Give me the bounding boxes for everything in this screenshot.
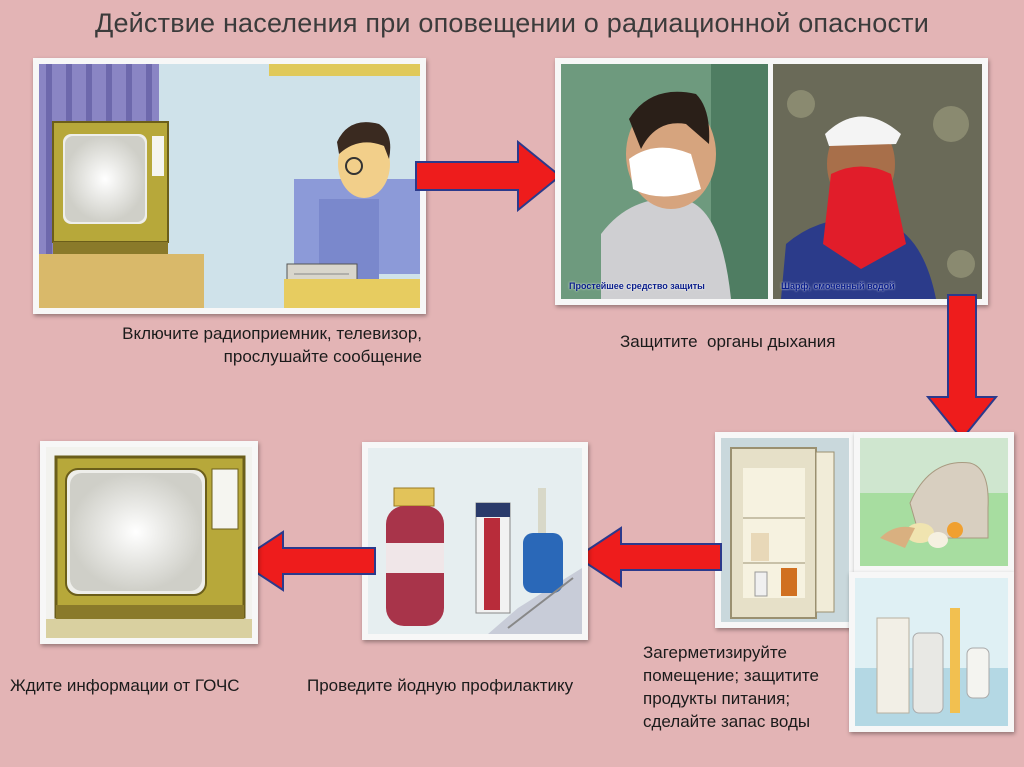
fridge-illustration xyxy=(715,432,855,628)
step1-caption: Включите радиоприемник, телевизор, просл… xyxy=(47,322,422,368)
arrow-left-icon xyxy=(575,526,723,588)
step5-caption: Ждите информации от ГОЧС xyxy=(10,674,240,697)
food-illustration xyxy=(854,432,1014,572)
arrow-right-icon xyxy=(414,140,562,212)
water-illustration xyxy=(849,572,1014,732)
arrow-down-icon xyxy=(926,293,998,441)
iodine-illustration xyxy=(362,442,588,640)
step1-caption-line1: Включите радиоприемник, телевизор, xyxy=(47,322,422,345)
tv-icon xyxy=(46,447,252,638)
arrow-left-icon xyxy=(237,530,377,592)
tv-illustration xyxy=(40,441,258,644)
mask-photo-icon xyxy=(561,64,982,299)
photo-right-label: Шарф, смоченный водой xyxy=(781,281,895,291)
step3-caption-line1: Загерметизируйте xyxy=(643,641,863,664)
step2-caption: Защитите органы дыхания xyxy=(620,330,836,353)
medicine-bottles-icon xyxy=(368,448,582,634)
step4-caption: Проведите йодную профилактику xyxy=(307,674,573,697)
step3-caption-line3: продукты питания; xyxy=(643,687,863,710)
refrigerator-icon xyxy=(721,438,849,622)
step1-caption-line2: прослушайте сообщение xyxy=(47,345,422,368)
food-icon xyxy=(860,438,1008,566)
step3-caption-line4: сделайте запас воды xyxy=(643,710,863,733)
water-bottles-icon xyxy=(855,578,1008,726)
step3-caption: Загерметизируйте помещение; защитите про… xyxy=(643,641,863,733)
tv-listener-icon xyxy=(39,64,420,308)
breathing-protection-photos: Простейшее средство защиты Шарф, смоченн… xyxy=(555,58,988,305)
photo-left-label: Простейшее средство защиты xyxy=(569,281,705,291)
page-title: Действие населения при оповещении о ради… xyxy=(0,8,1024,39)
step3-caption-line2: помещение; защитите xyxy=(643,664,863,687)
radio-tv-illustration xyxy=(33,58,426,314)
